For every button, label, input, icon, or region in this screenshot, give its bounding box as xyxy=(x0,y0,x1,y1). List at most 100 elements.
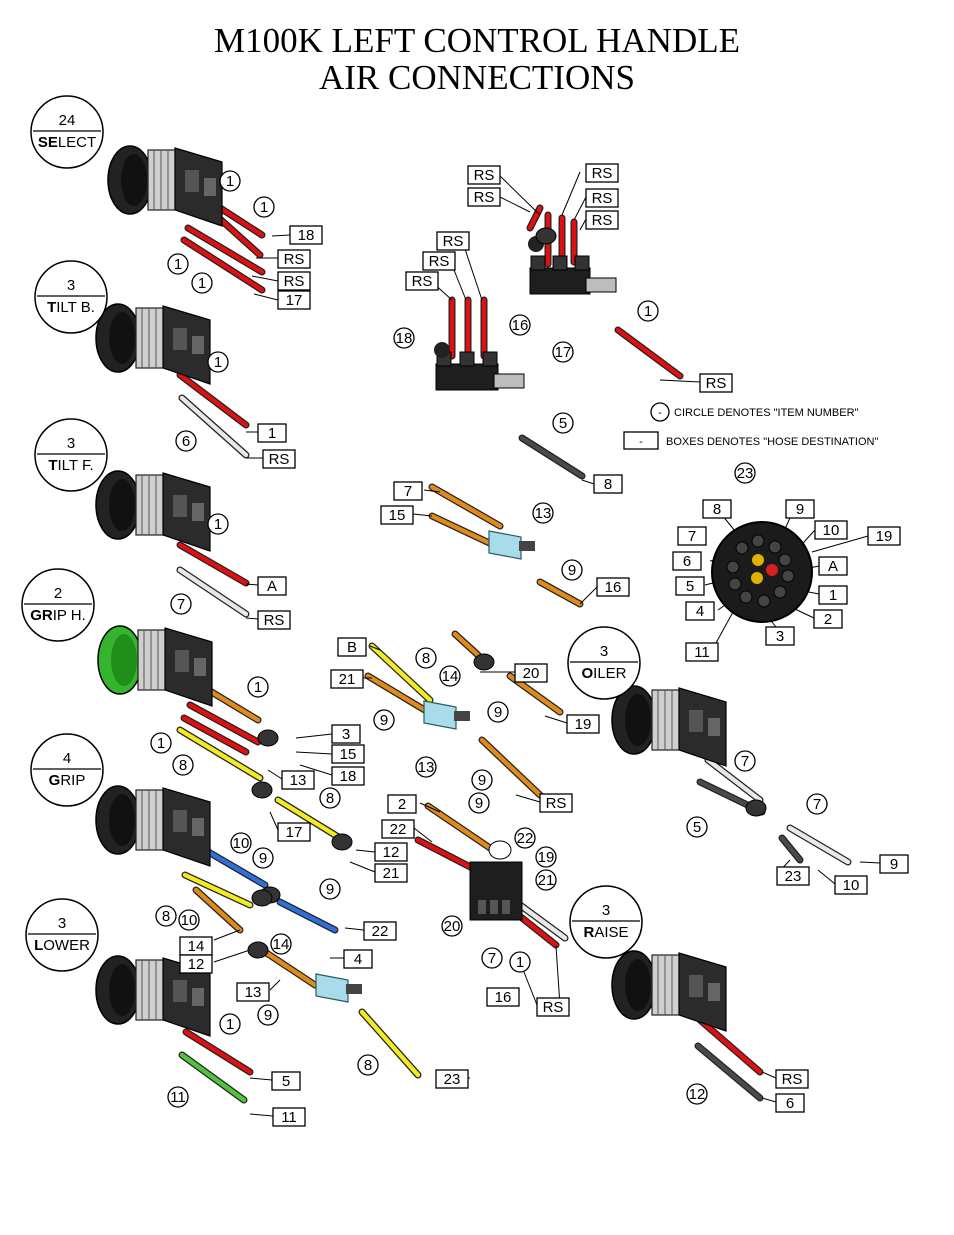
hose-red xyxy=(615,327,683,379)
box-frame xyxy=(539,793,573,813)
connector-pin xyxy=(778,553,792,567)
item-number-label: 8 xyxy=(364,1057,372,1074)
box-label: 14 xyxy=(188,938,205,955)
box-frame xyxy=(765,626,795,646)
item-number-circle: 8 xyxy=(155,905,177,927)
item-circle-outline xyxy=(270,933,292,955)
connector-pin xyxy=(728,577,742,591)
box-label: RS xyxy=(474,189,495,206)
hose-yellow xyxy=(369,643,433,703)
hose-red xyxy=(177,542,249,586)
valve-port-block xyxy=(192,818,204,836)
hose-destination-box: 8 xyxy=(702,499,732,519)
box-label: 10 xyxy=(823,522,840,539)
hose-destination-box: 10 xyxy=(834,875,868,895)
hose-destination-box: 21 xyxy=(374,863,408,883)
hose-destination-box: 3 xyxy=(331,724,361,744)
hose-destination-box: 11 xyxy=(685,642,719,662)
box-frame xyxy=(775,1093,805,1113)
box-label: 12 xyxy=(188,956,205,973)
item-number-label: 21 xyxy=(538,872,555,889)
item-circle-outline xyxy=(514,827,536,849)
valve-port-block xyxy=(192,336,204,354)
hose-white xyxy=(517,902,568,941)
item-number-label: 23 xyxy=(737,465,754,482)
valve-cap-face xyxy=(109,479,135,531)
legend: - CIRCLE DENOTES "ITEM NUMBER" - BOXES D… xyxy=(623,402,878,450)
box-frame xyxy=(685,642,719,662)
item-circle-outline xyxy=(532,502,554,524)
hose-destination-box: 19 xyxy=(566,714,600,734)
valve-title-name: RAISE xyxy=(583,924,628,941)
coupler xyxy=(331,833,353,851)
item-number-label: 1 xyxy=(157,735,165,752)
leader-line xyxy=(817,869,836,885)
box-label: 11 xyxy=(281,1109,297,1126)
box-label: 2 xyxy=(824,611,832,628)
leader-line xyxy=(555,945,561,1007)
hose-destination-box: 13 xyxy=(281,770,315,790)
item-number-circle: 11 xyxy=(167,1086,189,1108)
item-number-label: 7 xyxy=(177,596,185,613)
fitting-body xyxy=(315,973,349,1003)
item-number-label: 1 xyxy=(260,199,268,216)
hose-destination-box: 16 xyxy=(596,577,630,597)
select-valve xyxy=(107,145,223,227)
box-label: 12 xyxy=(383,844,400,861)
destination-box-layer: 18RSRS17RSRSRSRSRSRSRSRSRS1RS8ARS7151619… xyxy=(179,163,909,1127)
box-frame xyxy=(834,875,868,895)
manifold-port xyxy=(482,351,498,367)
valve-cap-face xyxy=(109,794,135,846)
item-number-label: 16 xyxy=(512,317,529,334)
leader-line xyxy=(369,645,381,651)
leader-line xyxy=(715,611,734,644)
box-frame xyxy=(879,854,909,874)
hose-red xyxy=(185,225,265,275)
item-circle-outline xyxy=(219,170,241,192)
item-number-circle: 1 xyxy=(167,253,189,275)
hose-orange xyxy=(425,803,493,851)
box-label: 19 xyxy=(876,528,893,545)
coupler xyxy=(745,799,767,817)
item-circle-outline xyxy=(253,196,275,218)
box-frame xyxy=(331,724,361,744)
item-number-label: 13 xyxy=(418,759,435,776)
quad-valve-outlet xyxy=(478,900,486,914)
valve-port-block xyxy=(708,718,720,736)
valve-title-bold: SE xyxy=(38,134,58,151)
leader-line xyxy=(413,827,433,843)
box-label: RS xyxy=(546,795,567,812)
valve-title-name: TILT B. xyxy=(47,299,95,316)
item-number-label: 8 xyxy=(422,650,430,667)
hose-destination-box: B xyxy=(337,637,367,657)
valve-port-block xyxy=(708,983,720,1001)
leader-line xyxy=(579,218,587,231)
box-label: RS xyxy=(543,999,564,1016)
manifold-upper xyxy=(529,255,617,295)
hose-destination-box: RS xyxy=(539,793,573,813)
item-circle-outline xyxy=(393,327,415,349)
connector-pin xyxy=(768,540,782,554)
valve-port-block xyxy=(204,178,216,196)
hose-dark xyxy=(779,835,803,863)
round-connector xyxy=(711,521,813,623)
hose-destination-box: 7 xyxy=(677,526,707,546)
item-number-label: 11 xyxy=(170,1089,186,1106)
box-label: 21 xyxy=(339,671,356,688)
leader-line xyxy=(659,379,701,383)
hose-destination-box: RS xyxy=(436,231,470,251)
hose-destination-box: RS xyxy=(467,187,501,207)
hose-destination-box: 6 xyxy=(672,551,702,571)
valve-cap-face xyxy=(625,694,651,746)
box-frame xyxy=(277,290,311,310)
connector-pin xyxy=(757,594,771,608)
box-frame xyxy=(867,526,901,546)
fitting-end xyxy=(519,541,535,551)
box-label: RS xyxy=(592,190,613,207)
item-number-circle: 14 xyxy=(270,933,292,955)
valve-title-qty: 2 xyxy=(54,585,62,602)
